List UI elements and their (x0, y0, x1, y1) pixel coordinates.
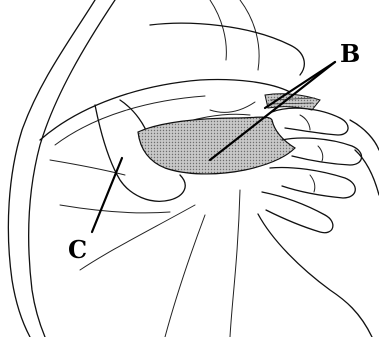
callout-label-b: B (340, 39, 360, 68)
shaded-part (138, 94, 320, 174)
callout-label-c: C (68, 235, 87, 264)
outer-outline (8, 0, 304, 337)
callout-C: C (68, 158, 122, 264)
leader-line-c (92, 158, 122, 232)
